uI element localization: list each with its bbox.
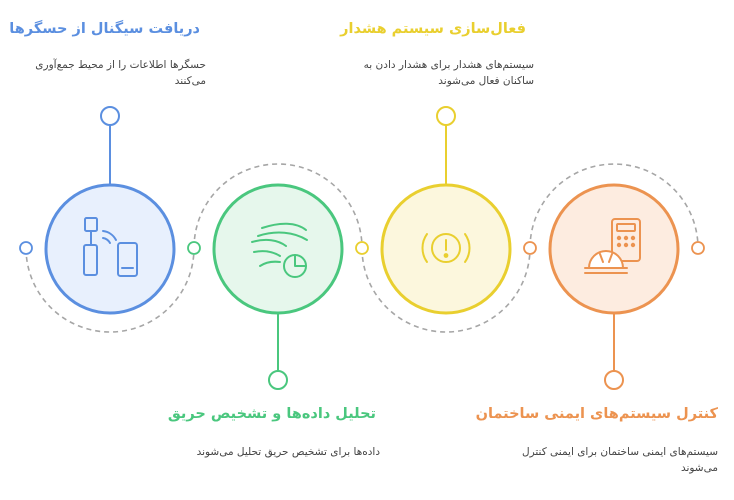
step-node-analysis <box>212 183 344 315</box>
label-dot-2 <box>268 370 288 390</box>
label-dot-3 <box>436 106 456 126</box>
sensor-devices-icon <box>83 217 138 277</box>
arc-dot-end <box>691 241 705 255</box>
step-3-description: سیستم‌های هشدار برای هشدار دادن به ساکنا… <box>363 59 534 87</box>
arc-1 <box>25 247 195 333</box>
alert-warning-icon <box>421 233 471 263</box>
arc-dot-4 <box>523 241 537 255</box>
step-node-sensors <box>44 183 176 315</box>
step-node-alarm <box>380 183 512 315</box>
arc-dot-3 <box>355 241 369 255</box>
arc-dot-start <box>19 241 33 255</box>
step-node-safety <box>548 183 680 315</box>
step-4-description: سیستم‌های ایمنی ساختمان برای ایمنی کنترل… <box>521 446 718 474</box>
step-3-title: فعال‌سازی سیستم هشدار <box>340 21 526 37</box>
hardhat-control-panel-icon <box>584 218 641 274</box>
label-dot-1 <box>100 106 120 126</box>
step-1-title: دریافت سیگنال از حسگرها <box>9 21 200 37</box>
arc-4 <box>529 163 699 249</box>
step-2-title: تحلیل داده‌ها و تشخیص حریق <box>167 406 376 422</box>
arc-3 <box>361 247 531 333</box>
arc-2 <box>193 163 363 249</box>
step-2-description: داده‌ها برای تشخیص حریق تحلیل می‌شوند <box>196 446 380 458</box>
data-flow-chart-icon <box>251 222 308 278</box>
connector-arcs <box>25 163 699 333</box>
step-4-title: کنترل سیستم‌های ایمنی ساختمان <box>475 406 718 422</box>
label-dot-4 <box>604 370 624 390</box>
arc-dot-2 <box>187 241 201 255</box>
step-1-description: حسگرها اطلاعات را از محیط جمع‌آوری می‌کن… <box>35 59 206 87</box>
